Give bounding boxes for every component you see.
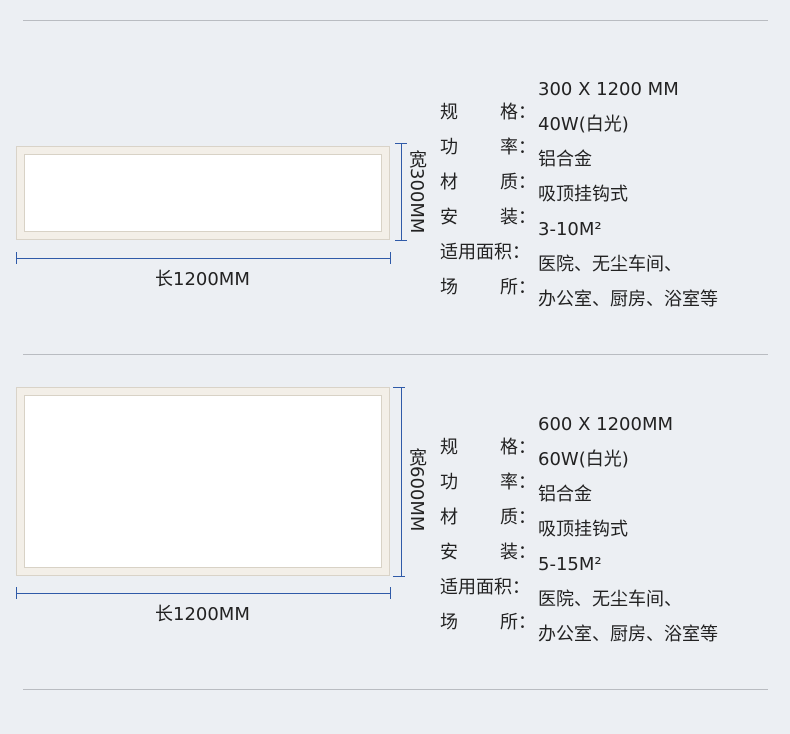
length-label: 长1200MM xyxy=(155,604,250,625)
middle-divider xyxy=(23,354,768,355)
spec-value: 300 X 1200 MM xyxy=(538,79,679,100)
spec-value: 40W(白光) xyxy=(538,114,629,135)
panel-light-image xyxy=(16,146,390,240)
spec-row-install: 安装： 吸顶挂钩式 xyxy=(440,177,718,228)
spec-value: 60W(白光) xyxy=(538,449,629,470)
length-dimension-tick-right xyxy=(390,587,391,599)
spec-value: 医院、无尘车间、 xyxy=(538,589,682,610)
spec-value: 铝合金 xyxy=(538,484,592,505)
spec-row-power: 功率： 40W(白光) xyxy=(440,107,718,158)
length-dimension-tick-right xyxy=(390,252,391,264)
spec-row-install: 安装： 吸顶挂钩式 xyxy=(440,512,718,563)
spec-row-area: 适用面积： 3-10M² xyxy=(440,212,718,263)
spec-row-place-continued: 办公室、厨房、浴室等 xyxy=(538,624,718,645)
spec-value: 600 X 1200MM xyxy=(538,414,673,435)
spec-list: 规格： 300 X 1200 MM 功率： 40W(白光) 材质： 铝合金 安装… xyxy=(440,72,718,317)
spec-row-power: 功率： 60W(白光) xyxy=(440,442,718,493)
spec-value: 医院、无尘车间、 xyxy=(538,254,682,275)
width-dimension-tick-bottom xyxy=(393,576,405,577)
width-dimension-line xyxy=(401,143,402,240)
width-dimension-line xyxy=(401,387,402,576)
spec-value: 吸顶挂钩式 xyxy=(538,519,628,540)
length-label: 长1200MM xyxy=(155,269,250,290)
top-divider xyxy=(23,20,768,21)
width-label: 宽300MM xyxy=(406,150,427,234)
panel-light-surface xyxy=(24,154,382,232)
panel-light-surface xyxy=(24,395,382,568)
spec-row-place: 场所： 医院、无尘车间、 xyxy=(440,247,718,298)
spec-row-material: 材质： 铝合金 xyxy=(440,142,718,193)
width-label: 宽600MM xyxy=(406,448,427,532)
spec-row-size: 规格： 600 X 1200MM xyxy=(440,407,718,458)
spec-value: 吸顶挂钩式 xyxy=(538,184,628,205)
spec-row-material: 材质： 铝合金 xyxy=(440,477,718,528)
spec-list: 规格： 600 X 1200MM 功率： 60W(白光) 材质： 铝合金 安装：… xyxy=(440,407,718,652)
width-dimension-tick-bottom xyxy=(395,240,407,241)
length-dimension-line xyxy=(16,593,390,594)
spec-row-area: 适用面积： 5-15M² xyxy=(440,547,718,598)
spec-value: 5-15M² xyxy=(538,554,602,575)
length-dimension-line xyxy=(16,258,390,259)
spec-value: 3-10M² xyxy=(538,219,602,240)
panel-light-image xyxy=(16,387,390,576)
spec-value: 铝合金 xyxy=(538,149,592,170)
width-dimension-tick-top xyxy=(393,387,405,388)
bottom-divider xyxy=(23,689,768,690)
spec-row-size: 规格： 300 X 1200 MM xyxy=(440,72,718,123)
spec-row-place-continued: 办公室、厨房、浴室等 xyxy=(538,289,718,310)
spec-row-place: 场所： 医院、无尘车间、 xyxy=(440,582,718,633)
